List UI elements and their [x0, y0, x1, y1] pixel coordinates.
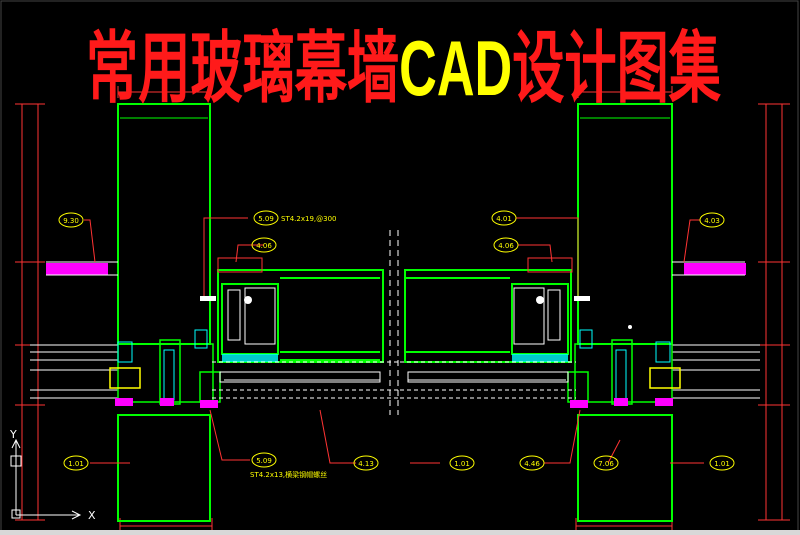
status-strip — [0, 530, 800, 535]
tag-101-mid-label: 1.01 — [454, 460, 470, 468]
tag-101-right[interactable]: 1.01 — [709, 455, 735, 471]
tag-406-label: 4.06 — [256, 242, 272, 250]
tag-446[interactable]: 4.46 — [519, 455, 545, 471]
title-yellow-part: CAD — [399, 24, 512, 110]
tag-101-right-label: 1.01 — [714, 460, 730, 468]
tag-930-label: 9.30 — [63, 217, 79, 225]
ucs-y-label: Y — [9, 428, 17, 441]
tag-406-right[interactable]: 4.06 — [493, 237, 519, 253]
tag-509-bot-label: 5.09 — [256, 457, 272, 465]
svg-text:常用玻璃幕墙CAD设计图集: 常用玻璃幕墙CAD设计图集 — [86, 24, 721, 110]
tag-413-label: 4.13 — [358, 460, 374, 468]
callout-top: ST4.2x19,@300 — [281, 215, 337, 223]
tag-509-top-label: 5.09 — [258, 215, 274, 223]
tag-101-left-label: 1.01 — [68, 460, 84, 468]
tag-509-top[interactable]: 5.09 — [253, 210, 279, 226]
tag-930[interactable]: 9.30 — [58, 212, 84, 228]
title-banner: 常用玻璃幕墙CAD设计图集 — [86, 24, 721, 110]
tag-403-label: 4.03 — [704, 217, 720, 225]
tag-401-label: 4.01 — [496, 215, 512, 223]
ucs-x-label: X — [88, 509, 96, 522]
tag-406-right-label: 4.06 — [498, 242, 514, 250]
tag-403[interactable]: 4.03 — [699, 212, 725, 228]
title-red-part-2: 设计图集 — [512, 24, 721, 110]
tag-101-mid[interactable]: 1.01 — [449, 455, 475, 471]
ucs-icon: Y X — [9, 428, 96, 522]
title-red-part-1: 常用玻璃幕墙 — [86, 24, 399, 110]
left-detail — [15, 86, 400, 532]
tag-446-label: 4.46 — [524, 460, 540, 468]
tag-406[interactable]: 4.06 — [251, 237, 277, 253]
tag-101-left[interactable]: 1.01 — [63, 455, 89, 471]
tag-401[interactable]: 4.01 — [491, 210, 517, 226]
tag-509-bot[interactable]: 5.09 — [251, 452, 277, 468]
tag-413[interactable]: 4.13 — [353, 455, 379, 471]
right-tags: 4.01 4.03 4.06 1.01 4.46 7.06 1.01 — [449, 210, 735, 471]
callout-bot: ST4.2x13,横梁钢帽螺丝 — [250, 470, 327, 479]
tag-706[interactable]: 7.06 — [593, 455, 619, 471]
tag-706-label: 7.06 — [598, 460, 614, 468]
left-tags: 9.30 5.09 ST4.2x19,@300 4.06 1.01 5.09 S… — [58, 210, 379, 479]
right-detail — [400, 86, 790, 532]
center-break-line — [389, 230, 399, 415]
